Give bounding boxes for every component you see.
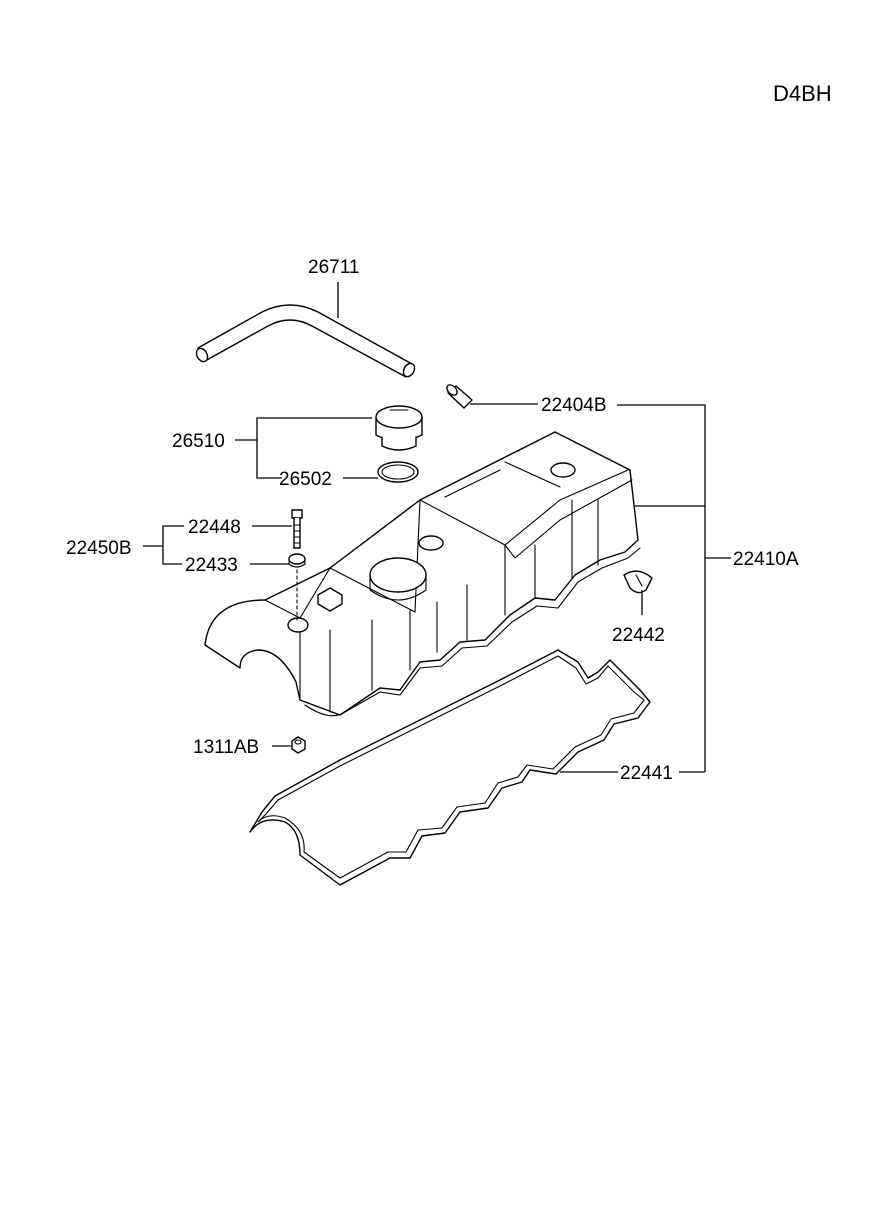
seal-plug bbox=[623, 570, 653, 594]
label-22433: 22433 bbox=[185, 555, 238, 576]
label-22441: 22441 bbox=[620, 763, 673, 784]
label-1311AB: 1311AB bbox=[193, 737, 259, 758]
pcv-hose bbox=[446, 384, 473, 409]
label-22450B: 22450B bbox=[66, 538, 132, 559]
washer bbox=[288, 553, 306, 568]
label-22442: 22442 bbox=[612, 625, 665, 646]
valve-cover bbox=[204, 431, 641, 717]
leader-22404B-bracket bbox=[617, 404, 706, 772]
label-26510: 26510 bbox=[172, 431, 225, 452]
label-22404B: 22404B bbox=[541, 395, 607, 416]
label-22410A: 22410A bbox=[733, 549, 799, 570]
nut bbox=[291, 736, 306, 754]
leader-26510-bracket bbox=[256, 417, 372, 479]
engine-code: D4BH bbox=[773, 81, 832, 106]
label-22448: 22448 bbox=[188, 517, 241, 538]
label-26711: 26711 bbox=[308, 257, 359, 278]
bolt bbox=[291, 509, 303, 549]
cover-gasket bbox=[249, 649, 651, 886]
label-26502: 26502 bbox=[279, 469, 332, 490]
leader-22450B-bracket bbox=[162, 525, 184, 565]
filler-cap-gasket bbox=[377, 461, 419, 483]
breather-hose bbox=[195, 304, 416, 378]
oil-filler-cap bbox=[375, 405, 423, 451]
